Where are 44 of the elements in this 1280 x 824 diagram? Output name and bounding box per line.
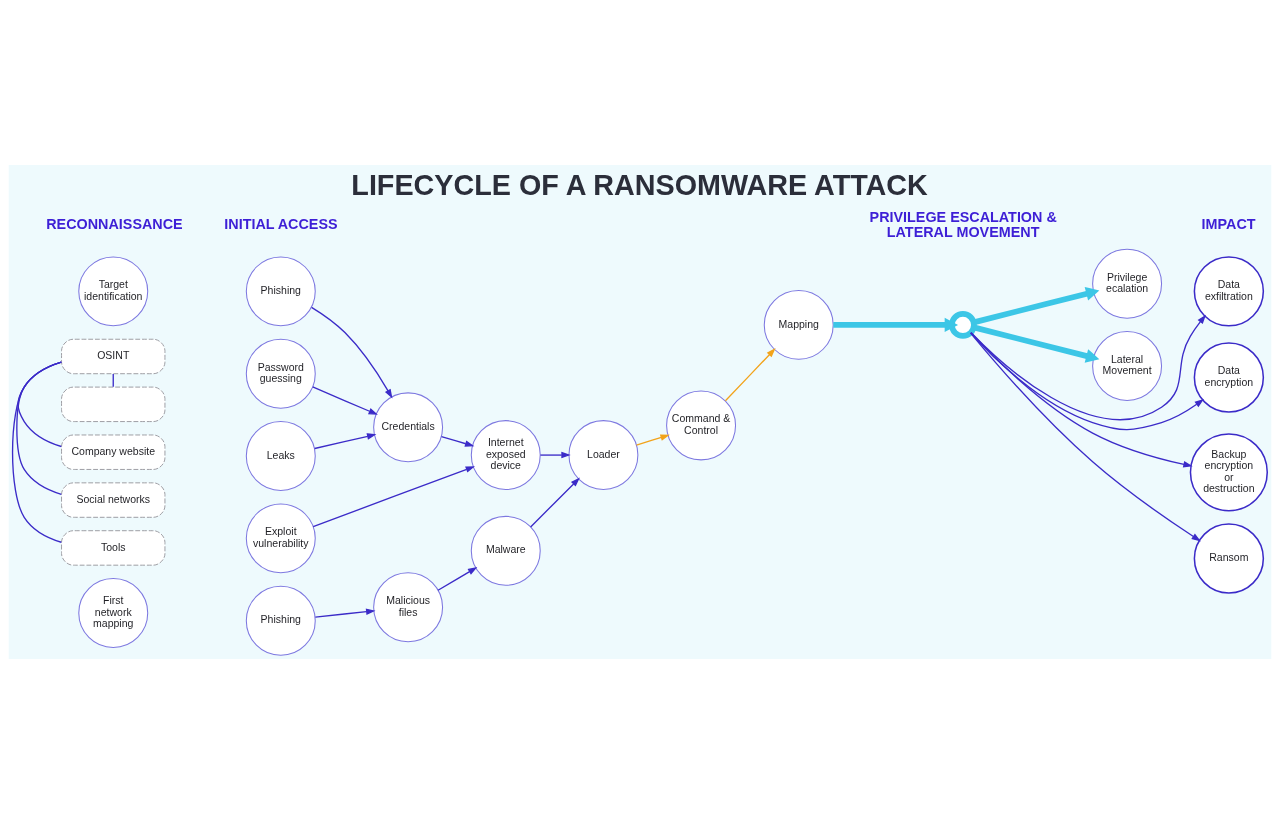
arrow — [440, 436, 475, 447]
arrow — [970, 332, 1193, 468]
node-circle: Phishing — [245, 585, 316, 656]
node-box: Tools — [61, 530, 166, 566]
arrow — [310, 306, 393, 399]
node-circle: Target identification — [78, 256, 149, 327]
node-box — [61, 386, 166, 423]
node-circle: First network mapping — [78, 578, 149, 649]
node-circle — [949, 311, 977, 339]
arrow — [314, 433, 377, 450]
node-circle: Phishing — [245, 256, 316, 327]
node-circle: Password guessing — [245, 338, 316, 409]
node-circle: Privilege ecalation — [1092, 248, 1163, 319]
node-circle: Credentials — [373, 392, 444, 463]
arrow — [437, 567, 478, 591]
arrow — [973, 287, 1100, 326]
node-circle: Lateral Movement — [1092, 331, 1163, 402]
connector — [11, 361, 62, 543]
arrow — [314, 608, 376, 618]
diagram-title: LIFECYCLE OF A RANSOMWARE ATTACK — [351, 168, 928, 201]
node-circle: Command & Control — [666, 390, 737, 461]
arrow — [539, 451, 571, 459]
label: PRIVILEGE ESCALATION & LATERAL MOVEMENT — [869, 209, 1057, 240]
label: INITIAL ACCESS — [224, 215, 338, 232]
node-circle: Internet exposed device — [470, 420, 541, 491]
arrow — [529, 477, 580, 528]
arrow — [312, 386, 378, 415]
arrow — [312, 466, 476, 528]
node-circle: Backup encryption or destruction — [1189, 433, 1269, 512]
arrow — [973, 324, 1100, 363]
arrow — [969, 332, 1201, 542]
node-circle: Leaks — [245, 421, 316, 492]
label: RECONNAISSANCE — [46, 215, 183, 232]
label: IMPACT — [1201, 215, 1256, 232]
node-circle: Exploit vulnerability — [245, 503, 316, 574]
arrow — [724, 348, 776, 402]
arrow — [635, 434, 670, 446]
arrow — [833, 317, 959, 332]
node-box: Company website — [61, 434, 166, 470]
arrow — [970, 314, 1206, 421]
node-circle: Malicious files — [373, 572, 444, 643]
node-circle: Malware — [470, 515, 541, 586]
node-box: Social networks — [61, 482, 166, 518]
node-box: OSINT — [61, 338, 166, 375]
